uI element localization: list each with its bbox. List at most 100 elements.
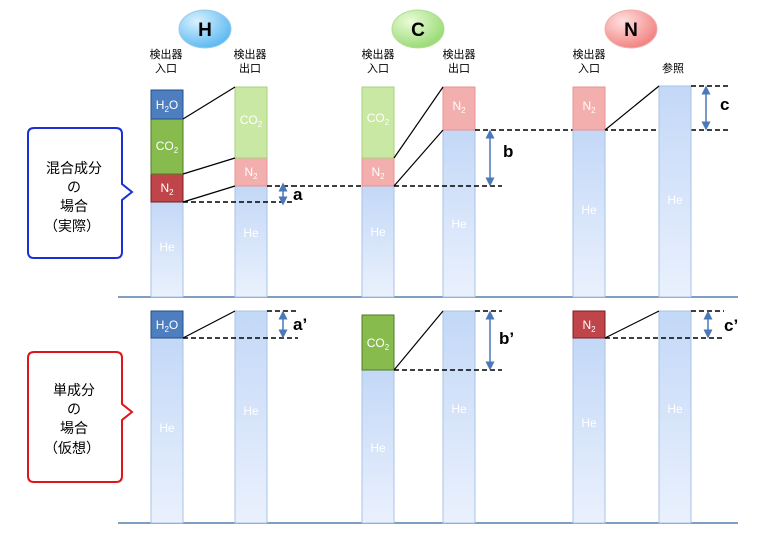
co2-label: CO2 xyxy=(367,336,390,352)
he-label: He xyxy=(581,416,597,430)
co2-block-faded xyxy=(234,86,268,159)
n2-label: N2 xyxy=(244,165,258,181)
n-inlet-single: He N2 xyxy=(572,310,606,524)
label-n-reference: 参照 xyxy=(662,61,684,75)
marker-c-prime: c’ xyxy=(724,316,738,335)
callout-mixed-line-2: の xyxy=(67,180,81,196)
marker-b: b xyxy=(503,142,513,161)
marker-a: a xyxy=(293,185,303,204)
callout-single-line-2: の xyxy=(67,402,81,418)
h-inlet-single: He H2O xyxy=(150,310,184,524)
c-outlet-mixed: He N2 xyxy=(442,86,476,298)
label-h-inlet-1: 検出器 xyxy=(150,47,183,61)
he-bar xyxy=(658,85,692,298)
header-c-label: C xyxy=(411,20,425,41)
c-inlet-single: He CO2 xyxy=(361,314,395,524)
n-connector xyxy=(604,310,660,339)
marker-a-prime: a’ xyxy=(293,315,307,334)
n2-block-faded xyxy=(442,86,476,131)
h-connector xyxy=(182,310,236,339)
n2-block-faded xyxy=(572,86,606,131)
label-h-outlet-1: 検出器 xyxy=(234,47,267,61)
he-bar xyxy=(150,201,184,298)
he-label: He xyxy=(451,217,467,231)
he-bar xyxy=(234,310,268,524)
callout-single-line-1: 単成分 xyxy=(53,383,95,399)
h2o-block xyxy=(150,89,184,120)
he-bar xyxy=(442,129,476,298)
n2-block-faded xyxy=(234,157,268,187)
h-connectors xyxy=(182,86,236,203)
he-label: He xyxy=(370,441,386,455)
callout-single-line-3: 場合 xyxy=(60,421,88,437)
n-inlet-mixed: He N2 xyxy=(572,86,606,298)
he-label: He xyxy=(667,402,683,416)
co2-block xyxy=(150,118,184,175)
he-bar xyxy=(572,337,606,524)
n2-block xyxy=(572,310,606,339)
marker-b-prime: b’ xyxy=(499,329,514,348)
he-label: He xyxy=(243,404,259,418)
label-c-outlet-2: 出口 xyxy=(448,61,470,75)
header-n-label: N xyxy=(624,20,638,41)
c-outlet-single: He xyxy=(442,310,476,524)
h2o-label: H2O xyxy=(156,98,178,114)
he-bar xyxy=(361,185,395,298)
h-outlet-mixed: He N2 CO2 xyxy=(234,86,268,298)
callout-single-line-4: （仮想） xyxy=(44,441,100,457)
c-inlet-mixed: He N2 CO2 xyxy=(361,86,395,298)
h2o-block xyxy=(150,310,184,339)
callout-mixed-line-4: （実際） xyxy=(44,219,100,235)
he-label: He xyxy=(159,421,175,435)
h-outlet-single: He xyxy=(234,310,268,524)
header-h-label: H xyxy=(198,20,212,41)
n-connector xyxy=(604,85,660,131)
callout-mixed-line-1: 混合成分 xyxy=(46,161,102,177)
n2-label: N2 xyxy=(371,165,385,181)
label-c-inlet-2: 入口 xyxy=(367,62,389,75)
callout-single: 単成分 の 場合 （仮想） xyxy=(27,351,134,483)
marker-c: c xyxy=(720,95,729,114)
header-h: H xyxy=(178,9,232,49)
label-h-outlet-2: 出口 xyxy=(239,61,261,75)
co2-block-faded xyxy=(361,86,395,159)
column-labels: 検出器 入口 検出器 出口 検出器 入口 検出器 出口 検出器 入口 参照 xyxy=(150,47,685,75)
he-bar xyxy=(234,185,268,298)
n2-label: N2 xyxy=(160,181,174,197)
callout-mixed-line-3: 場合 xyxy=(60,199,88,215)
co2-label: CO2 xyxy=(156,139,179,155)
he-label: He xyxy=(581,203,597,217)
co2-block xyxy=(361,314,395,371)
label-h-inlet-2: 入口 xyxy=(155,62,177,75)
n2-label: N2 xyxy=(582,318,596,334)
he-label: He xyxy=(451,402,467,416)
callout-mixed: 混合成分 の 場合 （実際） xyxy=(27,127,134,259)
label-n-inlet-2: 入口 xyxy=(578,62,600,75)
c-connector xyxy=(393,310,444,371)
co2-label: CO2 xyxy=(367,111,390,127)
he-bar xyxy=(442,310,476,524)
n2-label: N2 xyxy=(452,99,466,115)
he-label: He xyxy=(243,226,259,240)
label-c-outlet-1: 検出器 xyxy=(443,47,476,61)
he-bar xyxy=(150,337,184,524)
n2-label: N2 xyxy=(582,99,596,115)
he-label: He xyxy=(159,240,175,254)
label-c-inlet-1: 検出器 xyxy=(362,47,395,61)
n2-block-faded xyxy=(361,157,395,187)
header-n: N xyxy=(604,9,658,49)
n-reference-mixed: He xyxy=(658,85,692,298)
he-label: He xyxy=(667,193,683,207)
h-inlet-mixed: He N2 CO2 H2O xyxy=(150,89,184,298)
co2-label: CO2 xyxy=(240,113,263,129)
he-bar xyxy=(658,310,692,524)
n-reference-single: He xyxy=(658,310,692,524)
label-n-inlet-1: 検出器 xyxy=(573,47,606,61)
n2-block xyxy=(150,173,184,203)
he-bar xyxy=(572,129,606,298)
he-label: He xyxy=(370,225,386,239)
header-c: C xyxy=(391,9,445,49)
h2o-label: H2O xyxy=(156,318,178,334)
c-connectors xyxy=(393,86,444,187)
